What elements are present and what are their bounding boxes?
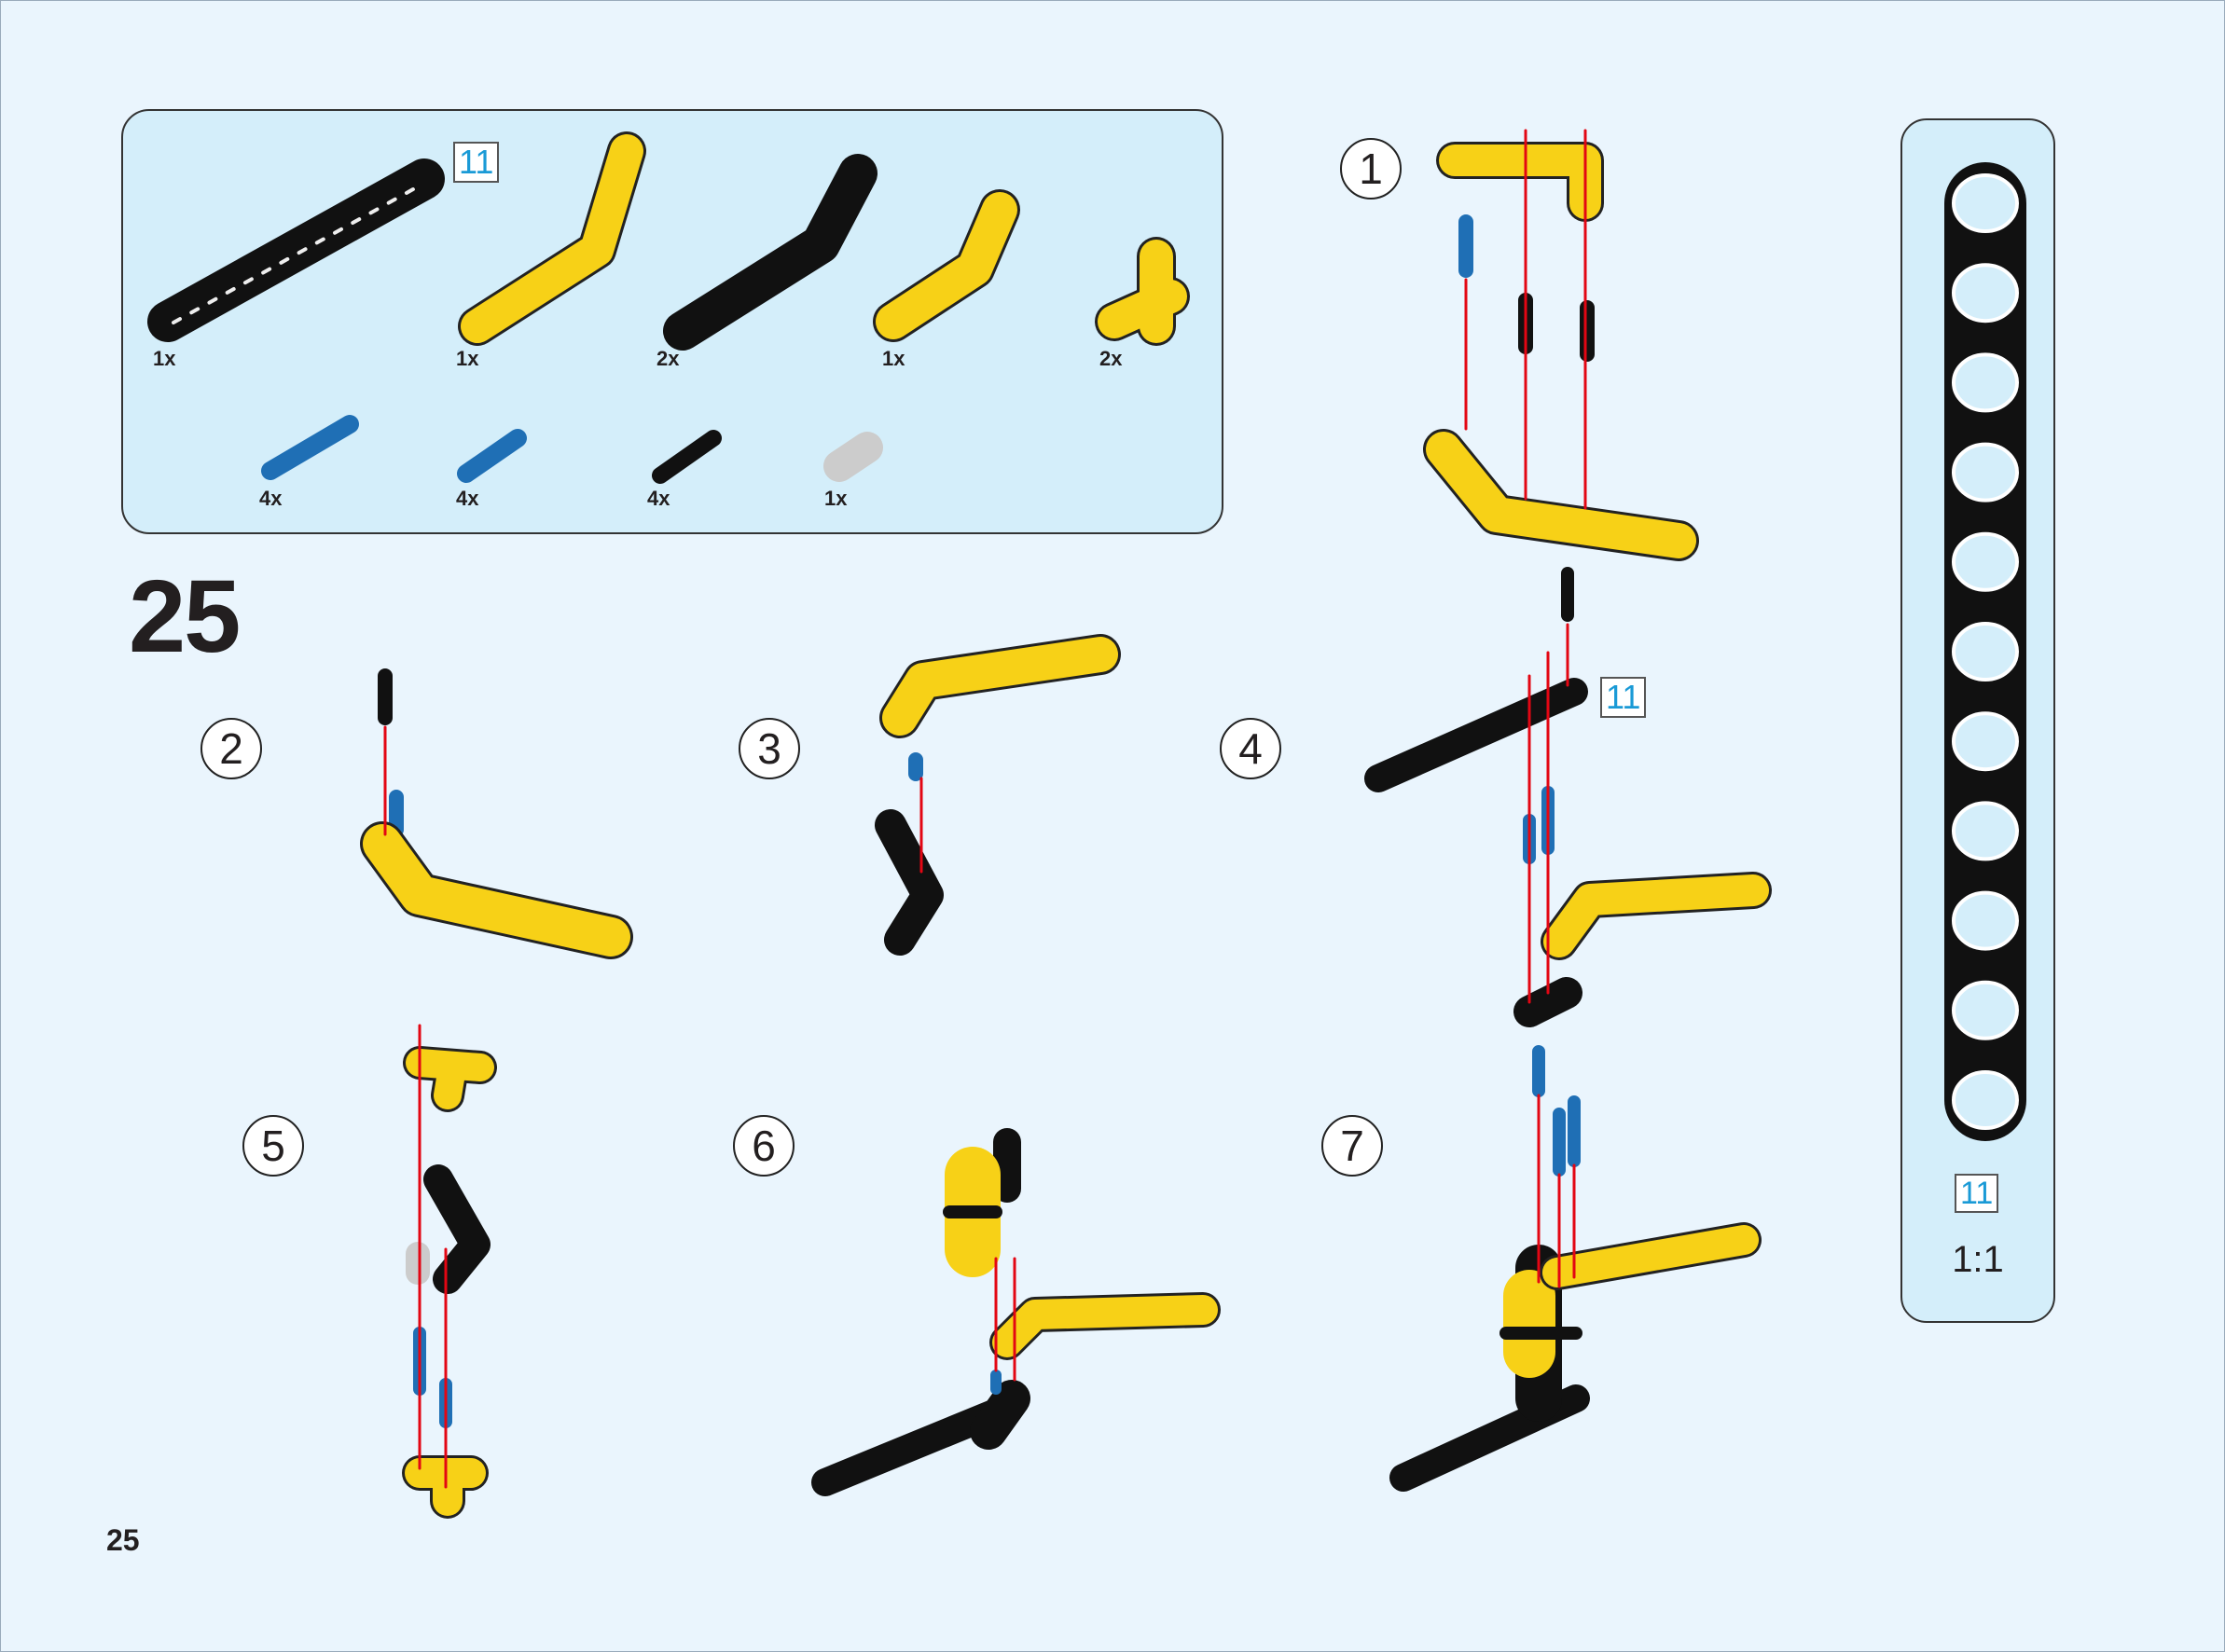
blue-long-pin-icon (261, 415, 359, 480)
substep-2: 2 (200, 718, 262, 779)
beam-hole (1952, 711, 2019, 772)
part-count: 1x (153, 347, 176, 370)
length-badge: 11 (1600, 677, 1647, 718)
blue-axle-pin-icon (457, 429, 527, 483)
beam-hole (1952, 263, 2019, 324)
scale-label: 1:1 (1952, 1239, 2004, 1280)
substep-1: 1 (1340, 138, 1402, 200)
beam-hole (1952, 352, 2019, 413)
step6-assembly (811, 1128, 1221, 1496)
substep-6: 6 (733, 1115, 795, 1177)
step7-assembly (1389, 1045, 1762, 1492)
yellow-t-beam-icon (1095, 237, 1190, 346)
part-count: 4x (456, 487, 479, 510)
length-badge: 11 (1955, 1174, 1999, 1213)
part-count: 4x (259, 487, 283, 510)
yellow-l-beam-icon (873, 189, 1020, 342)
beam-hole (1952, 1070, 2019, 1130)
black-bent-beam-icon (663, 154, 878, 351)
beam-11-scale-icon (1944, 162, 2026, 1141)
step2-assembly (360, 668, 633, 959)
beam-hole (1952, 173, 2019, 233)
beam-hole (1952, 980, 2019, 1040)
step5-assembly (402, 1024, 497, 1519)
substep-7: 7 (1321, 1115, 1383, 1177)
step1-assembly (1423, 129, 1699, 561)
yellow-bent-beam-icon (458, 131, 646, 346)
beam-hole (1952, 890, 2019, 951)
part-count: 4x (647, 487, 670, 510)
gray-bush-icon (823, 432, 883, 482)
part-count: 1x (882, 347, 905, 370)
scale-panel: 11 1:1 (1900, 118, 2055, 1323)
part-count: 2x (656, 347, 680, 370)
beam-hole (1952, 622, 2019, 681)
beam-hole (1952, 531, 2019, 592)
page-number: 25 (106, 1523, 140, 1557)
substep-3: 3 (739, 718, 800, 779)
part-count: 2x (1099, 347, 1123, 370)
substep-5: 5 (242, 1115, 304, 1177)
step4-assembly (1364, 567, 1772, 1027)
beam-hole (1952, 442, 2019, 502)
black-pin-icon (652, 430, 722, 484)
black-straight-beam-icon (147, 158, 445, 342)
step-number: 25 (129, 559, 241, 674)
part-count: 1x (456, 347, 479, 370)
substep-4: 4 (1220, 718, 1281, 779)
length-badge: 11 (453, 142, 500, 183)
step3-assembly (875, 634, 1121, 956)
part-count: 1x (824, 487, 848, 510)
beam-hole (1952, 801, 2019, 861)
